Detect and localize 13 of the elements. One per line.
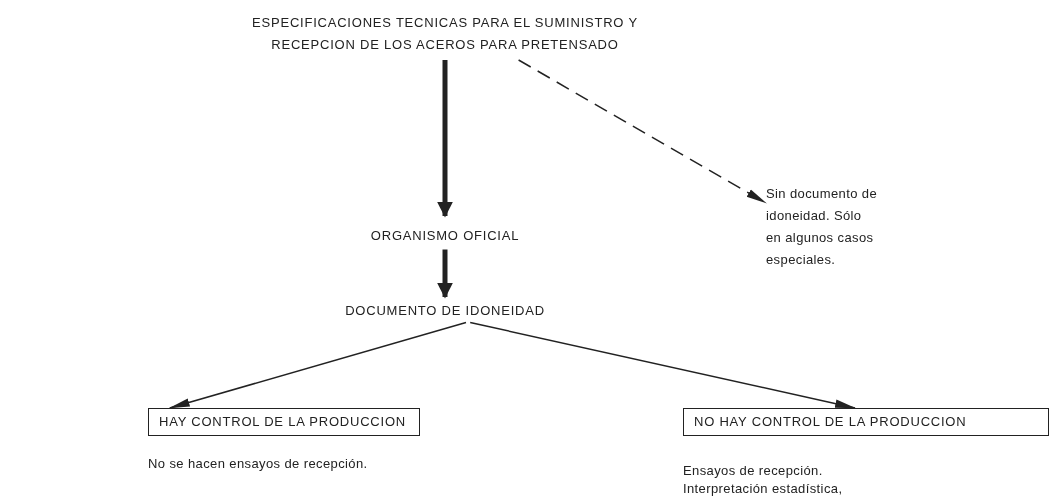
node-label: DOCUMENTO DE IDONEIDAD	[344, 302, 546, 320]
node-label: Sin documento de idoneidad. Sólo en algunos casos especiales.	[766, 185, 878, 269]
note-text: Ensayos de recepción. Interpretación estadística,	[683, 462, 844, 498]
arrow	[469, 321, 857, 409]
node-label: ORGANISMO OFICIAL	[370, 227, 520, 245]
arrow	[517, 59, 767, 204]
note-text: No se hacen ensayos de recepción.	[148, 455, 369, 473]
arrow	[437, 60, 453, 218]
arrow	[437, 249, 453, 299]
label-box: NO HAY CONTROL DE LA PRODUCCION	[683, 408, 1049, 436]
arrow	[168, 321, 467, 409]
node-label: ESPECIFICACIONES TECNICAS PARA EL SUMINISTRO Y RECEPCION DE LOS ACEROS PARA PRETENSADO	[251, 14, 639, 54]
label-box: HAY CONTROL DE LA PRODUCCION	[148, 408, 420, 436]
